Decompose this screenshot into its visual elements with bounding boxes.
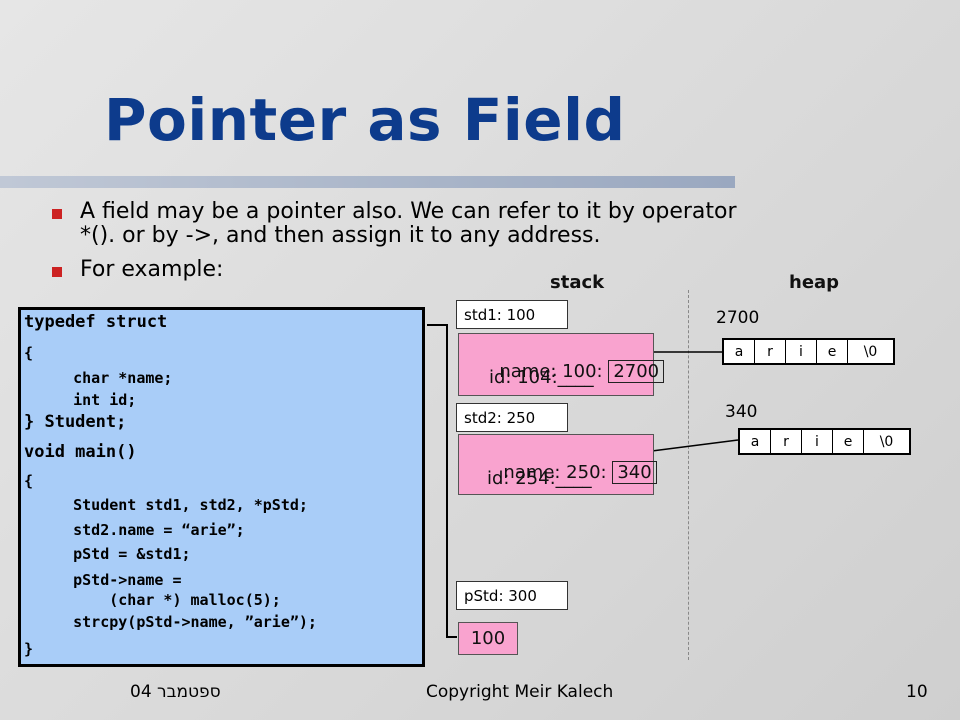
heap-char-cell: i: [786, 340, 817, 363]
std2-id-field: id: 254:____: [487, 468, 592, 489]
std2-memory-box: name: 250: 340 id: 254:____: [458, 434, 657, 495]
bullet-text: A field may be a pointer also. We can re…: [80, 199, 737, 248]
std1-id-field: id: 104:____: [489, 367, 594, 388]
heap-340-address: 340: [725, 402, 758, 422]
slide-title: Pointer as Field: [104, 86, 626, 154]
code-line: pStd->name =: [37, 571, 182, 589]
bullet-item: For example:: [52, 258, 922, 282]
std1-name-prefix: name: 100:: [499, 361, 609, 382]
heap-char-cell: e: [817, 340, 848, 363]
bullet-text: For example:: [80, 257, 224, 282]
stack-label: stack: [550, 272, 605, 293]
heap-char-cell: e: [833, 430, 864, 453]
std1-name-value: 2700: [608, 360, 665, 383]
code-line: typedef struct: [24, 312, 168, 332]
pointer-arrow-std2: [643, 439, 739, 453]
pstd-value-box: 100: [458, 622, 518, 655]
title-underline: [0, 176, 735, 188]
bullet-square-icon: [52, 209, 62, 219]
footer-page-number: 10: [906, 682, 928, 702]
bullet-square-icon: [52, 267, 62, 277]
std2-name-field: name: 250: 340: [469, 441, 657, 504]
std2-name-value: 340: [612, 461, 657, 484]
code-line: char *name;: [37, 369, 173, 387]
heap-2700-chars: a r i e \0: [722, 338, 895, 365]
code-line: Student std1, std2, *pStd;: [37, 496, 308, 514]
heap-label: heap: [789, 272, 840, 293]
std1-memory-box: name: 100: 2700 id: 104:____: [458, 333, 665, 396]
heap-char-cell: r: [755, 340, 786, 363]
stack-heap-divider: [688, 290, 689, 660]
code-box: typedef struct { char *name; int id; } S…: [18, 307, 425, 667]
heap-char-cell: \0: [863, 343, 878, 360]
std1-name-field: name: 100: 2700: [465, 340, 665, 403]
code-line: strcpy(pStd->name, ”arie”);: [37, 613, 317, 631]
heap-char-cell: a: [724, 340, 755, 363]
bracket-line: [427, 324, 457, 638]
bullet-item: A field may be a pointer also. We can re…: [52, 200, 922, 248]
std1-address-label: std1: 100: [456, 300, 568, 329]
heap-char-cell: a: [740, 430, 771, 453]
footer-date: 04 ספטמבר: [130, 682, 221, 702]
std2-address-label: std2: 250: [456, 403, 568, 432]
code-line: {: [24, 344, 34, 362]
heap-char-cell: i: [802, 430, 833, 453]
code-line: {: [24, 472, 34, 490]
pstd-address-label: pStd: 300: [456, 581, 568, 610]
code-line: }: [24, 640, 34, 658]
heap-340-chars: a r i e \0: [738, 428, 911, 455]
code-line: } Student;: [24, 412, 127, 432]
code-line: std2.name = “arie”;: [37, 521, 245, 539]
std2-name-prefix: name: 250:: [503, 462, 613, 483]
footer-copyright: Copyright Meir Kalech: [426, 682, 614, 702]
code-line: (char *) malloc(5);: [37, 591, 281, 609]
code-line: pStd = &std1;: [37, 545, 191, 563]
heap-char-cell: \0: [879, 433, 894, 450]
bullet-list: A field may be a pointer also. We can re…: [52, 200, 922, 292]
code-line: void main(): [24, 442, 137, 462]
heap-char-cell: r: [771, 430, 802, 453]
heap-2700-address: 2700: [716, 308, 760, 328]
code-line: int id;: [37, 391, 137, 409]
